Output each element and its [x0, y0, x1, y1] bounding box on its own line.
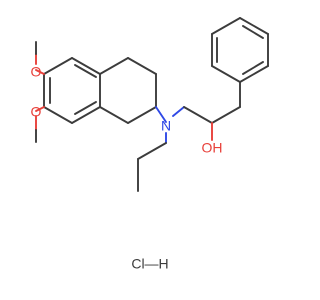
bond — [99, 57, 129, 75]
bond-layer — [35, 17, 269, 192]
bond — [43, 57, 73, 75]
bond — [99, 106, 129, 124]
bond — [172, 106, 185, 117]
bond — [35, 106, 45, 112]
bond — [71, 57, 101, 75]
hydroxyl-label: OH — [202, 140, 223, 156]
bond — [127, 57, 157, 75]
oxygen-bottom-label: O — [31, 104, 42, 120]
bond — [239, 65, 269, 83]
chemical-structure: O O N OH Cl—H — [31, 17, 269, 272]
bond — [43, 106, 73, 124]
bond — [35, 69, 45, 75]
double-bond — [242, 25, 264, 39]
nitrogen-label: N — [161, 118, 171, 134]
bond — [71, 106, 101, 124]
bond — [155, 106, 167, 123]
bond — [183, 106, 213, 124]
bond — [127, 106, 157, 124]
hydrochloride-label: Cl—H — [131, 256, 168, 272]
bond — [211, 65, 241, 83]
bond — [137, 142, 167, 160]
atom-label-layer: O O N OH Cl—H — [31, 64, 223, 272]
double-bond — [242, 61, 264, 75]
double-bond — [74, 101, 97, 115]
bond — [211, 106, 241, 124]
bond — [211, 17, 241, 35]
double-bond — [74, 64, 97, 78]
oxygen-top-label: O — [31, 64, 42, 80]
bond — [239, 17, 269, 35]
